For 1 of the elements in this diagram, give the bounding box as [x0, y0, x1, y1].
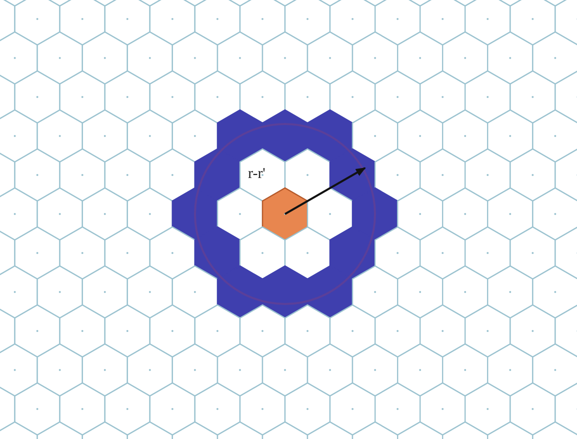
vector-label: r-r' — [248, 166, 266, 183]
